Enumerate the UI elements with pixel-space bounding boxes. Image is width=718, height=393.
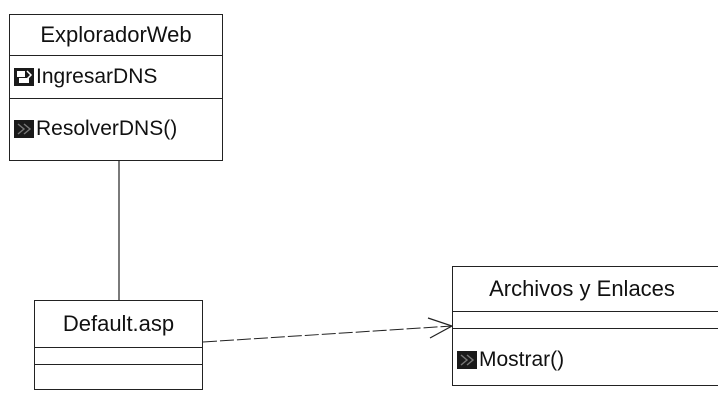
attribute-icon — [14, 68, 34, 86]
operation-icon — [457, 351, 477, 369]
operation-label: Mostrar() — [479, 348, 565, 371]
dependency-arrowhead — [427, 317, 454, 339]
operation-icon — [14, 119, 34, 138]
class-name-explorador-web: ExploradorWeb — [10, 15, 222, 56]
attributes-compartment-default-asp — [35, 348, 202, 365]
operations-compartment-default-asp — [35, 365, 202, 393]
class-explorador-web[interactable]: ExploradorWeb IngresarDNS ResolverDNS() — [9, 14, 223, 161]
attribute-ingresar-dns: IngresarDNS — [10, 56, 222, 98]
class-default-asp[interactable]: Default.asp — [34, 300, 203, 390]
class-archivos-y-enlaces[interactable]: Archivos y Enlaces Mostrar() — [452, 266, 718, 386]
operation-resolver-dns: ResolverDNS() — [10, 98, 222, 152]
attribute-label: IngresarDNS — [36, 65, 158, 88]
class-name-archivos-y-enlaces: Archivos y Enlaces — [453, 267, 718, 312]
dependency-line — [202, 325, 453, 343]
uml-class-diagram: ExploradorWeb IngresarDNS ResolverDNS() … — [9, 14, 718, 390]
class-name-default-asp: Default.asp — [35, 301, 202, 348]
attributes-compartment-archivos — [453, 312, 718, 329]
operation-label: ResolverDNS() — [36, 116, 178, 140]
operation-mostrar: Mostrar() — [453, 329, 718, 385]
